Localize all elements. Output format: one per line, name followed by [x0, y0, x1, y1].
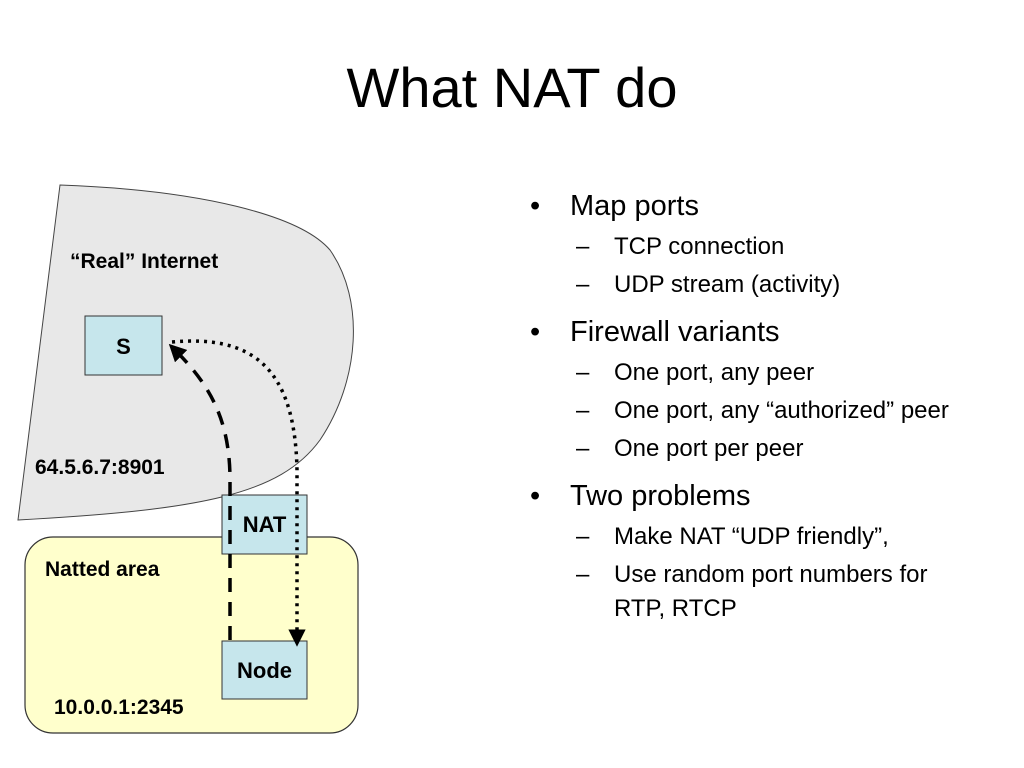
sub-bullet-text: Use random port numbers for RTP, RTCP: [614, 561, 928, 622]
bullet-text: Map ports: [570, 190, 699, 222]
dash-marker: –: [576, 523, 590, 550]
sub-bullet-item: – Make NAT “UDP friendly”,: [530, 520, 1000, 554]
sub-bullet-item: – UDP stream (activity): [530, 268, 1000, 302]
dash-marker: –: [576, 359, 590, 386]
node-address: 10.0.0.1:2345: [54, 696, 184, 719]
sub-bullet-text: UDP stream (activity): [614, 271, 841, 298]
nat-box: NAT: [221, 494, 308, 555]
bullet-marker: •: [530, 480, 541, 512]
dash-marker: –: [576, 561, 590, 588]
server-address: 64.5.6.7:8901: [35, 456, 165, 479]
dash-marker: –: [576, 435, 590, 462]
bullet-marker: •: [530, 316, 541, 348]
bullet-item: • Firewall variants – One port, any peer…: [530, 312, 1000, 466]
bullet-marker: •: [530, 190, 541, 222]
sub-bullet-text: One port, any “authorized” peer: [614, 397, 949, 424]
sub-bullet-item: – TCP connection: [530, 230, 1000, 264]
sub-bullet-text: One port, any peer: [614, 359, 815, 386]
sub-bullet-item: – Use random port numbers for RTP, RTCP: [530, 558, 1000, 626]
node-label: Node: [237, 658, 292, 683]
outbound-dashed-arrow: [168, 343, 232, 640]
node-box: Node: [221, 640, 308, 700]
bullet-list: • Map ports – TCP connection – UDP strea…: [530, 186, 1000, 636]
sub-bullet-item: – One port per peer: [530, 432, 1000, 466]
natted-area-label: Natted area: [45, 558, 160, 581]
sub-bullet-item: – One port, any “authorized” peer: [530, 394, 1000, 428]
sub-bullet-text: Make NAT “UDP friendly”,: [614, 523, 889, 550]
server-box: S: [84, 315, 163, 376]
slide-title: What NAT do: [346, 56, 678, 119]
dash-marker: –: [576, 233, 590, 260]
sub-bullet-text: TCP connection: [614, 233, 785, 260]
sub-bullet-item: – One port, any peer: [530, 356, 1000, 390]
bullet-text: Two problems: [570, 480, 751, 512]
dash-marker: –: [576, 271, 590, 298]
bullet-text: Firewall variants: [570, 316, 780, 348]
internet-label: “Real” Internet: [70, 250, 218, 273]
nat-label: NAT: [243, 512, 287, 537]
bullet-item: • Map ports – TCP connection – UDP strea…: [530, 186, 1000, 302]
sub-bullet-text: One port per peer: [614, 435, 804, 462]
bullet-item: • Two problems – Make NAT “UDP friendly”…: [530, 476, 1000, 626]
server-label: S: [116, 334, 131, 359]
dash-marker: –: [576, 397, 590, 424]
